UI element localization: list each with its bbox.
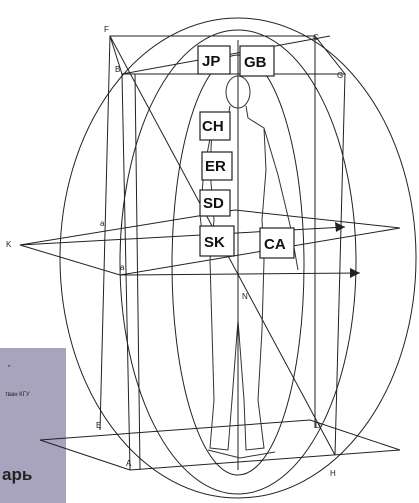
svg-text:SD: SD <box>203 195 224 212</box>
arrowhead-1 <box>335 222 345 232</box>
box-ca: CA <box>260 228 294 258</box>
label-a-lower: a <box>120 263 125 272</box>
label-a-upper: a <box>100 219 105 228</box>
axis-front <box>20 227 345 245</box>
label-N: N <box>242 292 248 301</box>
bottom-plane <box>40 420 400 470</box>
label-E: E <box>96 421 101 430</box>
label-H: H <box>330 469 336 478</box>
box-gb: GB <box>240 46 274 76</box>
box-er: ER <box>202 152 232 180</box>
svg-text:ER: ER <box>205 158 226 175</box>
label-C: C <box>313 33 319 42</box>
axis-lower <box>120 273 360 275</box>
book-word: арь <box>2 465 32 484</box>
svg-text:CH: CH <box>202 118 224 135</box>
label-D: D <box>315 421 321 430</box>
edge-B <box>122 74 130 470</box>
label-F: F <box>104 25 109 34</box>
box-sk: SK <box>200 226 234 256</box>
label-B: B <box>115 65 120 74</box>
box-ch: CH <box>200 112 230 140</box>
book-line2: тван КГУ <box>5 392 30 398</box>
svg-text:SK: SK <box>204 234 225 251</box>
code-boxes: JP GB CH ER SD SK CA <box>198 46 294 258</box>
arrowhead-2 <box>350 268 360 278</box>
label-K: K <box>6 240 12 249</box>
label-G: G <box>337 71 343 80</box>
svg-text:CA: CA <box>264 236 286 253</box>
edge-F <box>100 36 110 430</box>
book-fragment: " тван КГУ арь <box>0 348 66 503</box>
svg-text:JP: JP <box>202 53 220 70</box>
box-sd: SD <box>200 190 230 216</box>
svg-text:GB: GB <box>244 54 267 71</box>
box-jp: JP <box>198 46 230 74</box>
label-A: A <box>126 459 132 468</box>
edge-G <box>335 74 345 455</box>
